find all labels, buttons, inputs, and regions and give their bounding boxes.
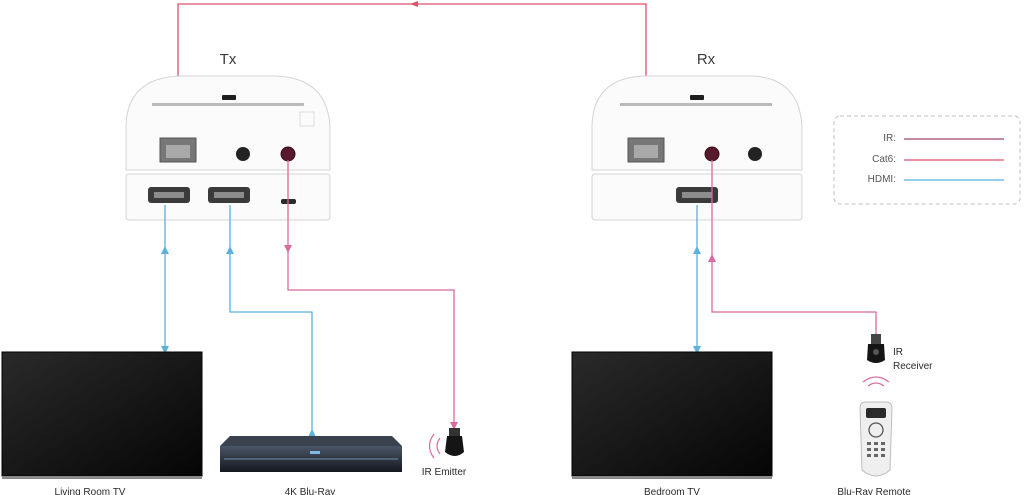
- rx-ir-jack: [704, 146, 720, 162]
- hdmi-arrow-bedroom: [693, 346, 701, 354]
- remote-button: [867, 448, 871, 451]
- hdmi-arrow-tv: [161, 346, 169, 354]
- tx-rj45-inner: [166, 145, 190, 158]
- ir-emitter-body: [445, 436, 464, 456]
- ir-wave-inner: [436, 437, 441, 455]
- tx-top-panel: [125, 75, 331, 171]
- tx-hdmi-in-inner: [214, 192, 244, 198]
- tx-ir-in-jack: [280, 146, 296, 162]
- tx-model-strip: [152, 103, 304, 106]
- bluray-top: [220, 436, 402, 446]
- ir-arrow-down: [284, 245, 292, 253]
- bedroom-tv: Bedroom TV: [571, 351, 773, 495]
- hdmi-arrow-rx-up: [693, 246, 701, 254]
- tx-hdmi-out-inner: [154, 192, 184, 198]
- hdmi-arrow-bluray-up: [226, 246, 234, 254]
- bedroom-tv-label: Bedroom TV: [644, 487, 700, 495]
- ir-emitter-cable: [287, 160, 455, 430]
- ir-receiver-plug: [871, 334, 881, 344]
- remote-body: [859, 401, 893, 477]
- ir-receiver-cable: [711, 160, 877, 338]
- living-room-tv: Living Room TV: [1, 351, 203, 495]
- ir-signal-outer: [862, 376, 890, 383]
- receiver-unit: Rx: [591, 51, 803, 221]
- ir-arrow-emitter: [450, 422, 458, 430]
- tx-cert-mark: [299, 111, 315, 127]
- hdmi-cable-bluray: [229, 205, 313, 438]
- ir-receiver-label-line1: IR: [893, 347, 903, 358]
- bluray-player: 4K Blu-Ray: [220, 436, 402, 495]
- ir-receiver: IR Receiver: [862, 334, 933, 387]
- ir-receiver-eye: [873, 349, 879, 355]
- ir-emitter-plug: [449, 428, 460, 436]
- tx-ir-cable: [284, 160, 458, 430]
- transmitter-unit: Tx: [125, 51, 331, 221]
- remote-button: [867, 454, 871, 457]
- legend-box: [833, 115, 1021, 205]
- ir-signal-inner: [867, 382, 885, 387]
- bluray-label: 4K Blu-Ray: [285, 487, 336, 495]
- transmitter-label: Tx: [220, 51, 237, 68]
- legend-ir-label: IR:: [883, 133, 896, 144]
- remote-button: [881, 454, 885, 457]
- legend: IR: Cat6: HDMI:: [833, 115, 1021, 205]
- receiver-label: Rx: [697, 51, 716, 68]
- rx-rj45-inner: [634, 145, 658, 158]
- bluray-display: [310, 451, 320, 454]
- remote-button: [874, 442, 878, 445]
- rx-aux-jack: [748, 147, 762, 161]
- ir-wave-outer: [428, 433, 435, 459]
- remote-button: [867, 442, 871, 445]
- remote-top-buttons: [866, 408, 886, 418]
- living-room-tv-label: Living Room TV: [55, 487, 126, 495]
- bedroom-tv-bezel: [572, 476, 772, 479]
- living-room-tv-bezel: [2, 476, 202, 479]
- remote-button: [881, 442, 885, 445]
- ir-receiver-label-line2: Receiver: [893, 361, 933, 372]
- bedroom-tv-screen: [571, 351, 773, 477]
- legend-cat6-label: Cat6:: [872, 154, 896, 165]
- ir-emitter-label: IR Emitter: [422, 467, 467, 478]
- remote-dpad: [868, 422, 884, 438]
- bluray-remote: Blu-Ray Remote: [837, 401, 911, 495]
- cat6-arrow: [410, 1, 418, 7]
- remote-button: [881, 448, 885, 451]
- legend-hdmi-label: HDMI:: [868, 174, 896, 185]
- ir-arrow-up: [708, 254, 716, 262]
- remote-button: [874, 454, 878, 457]
- ir-emitter: IR Emitter: [422, 428, 467, 478]
- bluray-remote-label: Blu-Ray Remote: [837, 487, 911, 495]
- tx-ir-out-jack: [236, 147, 250, 161]
- tx-logo-mark: [222, 95, 236, 100]
- rx-model-strip: [620, 103, 772, 106]
- rx-top-panel: [591, 75, 803, 171]
- tx-hdmi-cables: [161, 205, 316, 438]
- hdmi-arrow-bluray: [308, 429, 316, 437]
- rx-hdmi-out-inner: [682, 192, 712, 198]
- remote-button: [874, 448, 878, 451]
- living-room-tv-screen: [1, 351, 203, 477]
- rx-cables: [693, 160, 877, 354]
- hdmi-arrow-up: [161, 246, 169, 254]
- rx-logo-mark: [690, 95, 704, 100]
